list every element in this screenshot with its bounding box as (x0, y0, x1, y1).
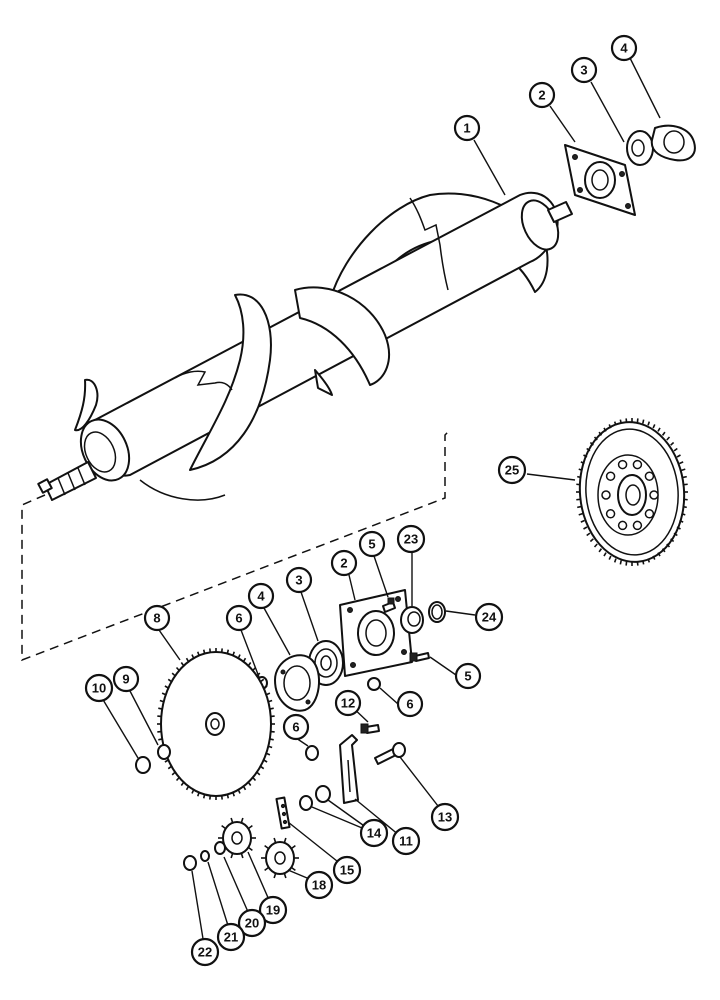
nut-6-c (305, 745, 319, 761)
svg-text:4: 4 (257, 589, 265, 604)
spacer-20 (214, 841, 226, 855)
bolt-13 (374, 742, 406, 765)
callout-25: 25 (497, 455, 527, 485)
svg-text:18: 18 (312, 878, 326, 893)
callout-6-right: 6 (396, 690, 424, 718)
svg-text:2: 2 (538, 88, 545, 103)
svg-text:3: 3 (580, 63, 587, 78)
svg-text:24: 24 (482, 610, 497, 625)
callout-23: 23 (396, 524, 426, 554)
callout-9: 9 (112, 665, 140, 693)
callout-19: 19 (258, 895, 288, 925)
svg-text:23: 23 (404, 532, 418, 547)
nut-10 (135, 756, 151, 774)
svg-text:22: 22 (198, 945, 212, 960)
hub-sprocket-25 (576, 418, 688, 566)
svg-text:2: 2 (340, 556, 347, 571)
svg-text:6: 6 (292, 720, 299, 735)
svg-text:6: 6 (235, 611, 242, 626)
bearing-23 (400, 606, 424, 634)
callout-15: 15 (332, 855, 362, 885)
snap-ring-24 (428, 601, 446, 623)
svg-text:15: 15 (340, 863, 354, 878)
slotted-bracket-11 (339, 734, 359, 804)
flange-4 (274, 654, 320, 712)
svg-text:14: 14 (367, 826, 382, 841)
svg-text:8: 8 (153, 611, 160, 626)
svg-text:11: 11 (399, 834, 413, 849)
small-sprocket-19 (218, 817, 256, 859)
svg-text:5: 5 (368, 537, 375, 552)
callout-4-lower: 4 (247, 582, 275, 610)
bolt-5-upper (382, 597, 396, 613)
svg-text:9: 9 (122, 672, 129, 687)
svg-text:12: 12 (341, 696, 355, 711)
mounting-plate (339, 589, 413, 677)
upper-bearing-stack (564, 124, 696, 216)
callout-18: 18 (304, 870, 334, 900)
callout-8: 8 (143, 604, 171, 632)
bolt-5-lower (409, 652, 430, 662)
callout-6-lower: 6 (282, 713, 310, 741)
callout-21: 21 (216, 922, 246, 952)
dashed-reference-line (21, 429, 451, 662)
washer-14-b (315, 785, 331, 803)
bolt-12 (360, 723, 380, 734)
callout-2-upper: 2 (528, 81, 556, 109)
callout-1: 1 (453, 114, 481, 142)
svg-text:10: 10 (92, 681, 106, 696)
callout-5-upper: 5 (358, 530, 386, 558)
auger-assembly (37, 191, 573, 501)
sprocket-8 (157, 648, 275, 800)
callout-4-upper: 4 (610, 34, 638, 62)
washer-21 (200, 850, 210, 862)
callout-2-lower: 2 (330, 549, 358, 577)
key-15 (275, 796, 291, 830)
washer-9 (157, 744, 171, 760)
svg-text:20: 20 (245, 916, 259, 931)
svg-text:3: 3 (295, 573, 302, 588)
callout-13: 13 (430, 802, 460, 832)
callout-5-lower: 5 (454, 662, 482, 690)
callout-6-left: 6 (225, 604, 253, 632)
svg-text:1: 1 (463, 121, 470, 136)
callout-3-lower: 3 (285, 566, 313, 594)
svg-text:5: 5 (464, 669, 471, 684)
nut-6-b (367, 677, 381, 691)
callout-14: 14 (359, 818, 389, 848)
callout-3-upper: 3 (570, 56, 598, 84)
washer-14-a (299, 795, 313, 811)
callout-11: 11 (391, 826, 421, 856)
callout-22: 22 (190, 937, 220, 967)
nut-22 (183, 855, 197, 871)
svg-text:25: 25 (505, 463, 519, 478)
svg-text:4: 4 (620, 41, 628, 56)
small-sprocket-18 (261, 837, 299, 879)
svg-text:6: 6 (406, 697, 413, 712)
callout-24: 24 (474, 602, 504, 632)
svg-text:21: 21 (224, 930, 238, 945)
callout-20: 20 (237, 908, 267, 938)
callout-10: 10 (84, 673, 114, 703)
svg-text:13: 13 (438, 810, 452, 825)
svg-text:19: 19 (266, 903, 280, 918)
callout-12: 12 (334, 689, 362, 717)
